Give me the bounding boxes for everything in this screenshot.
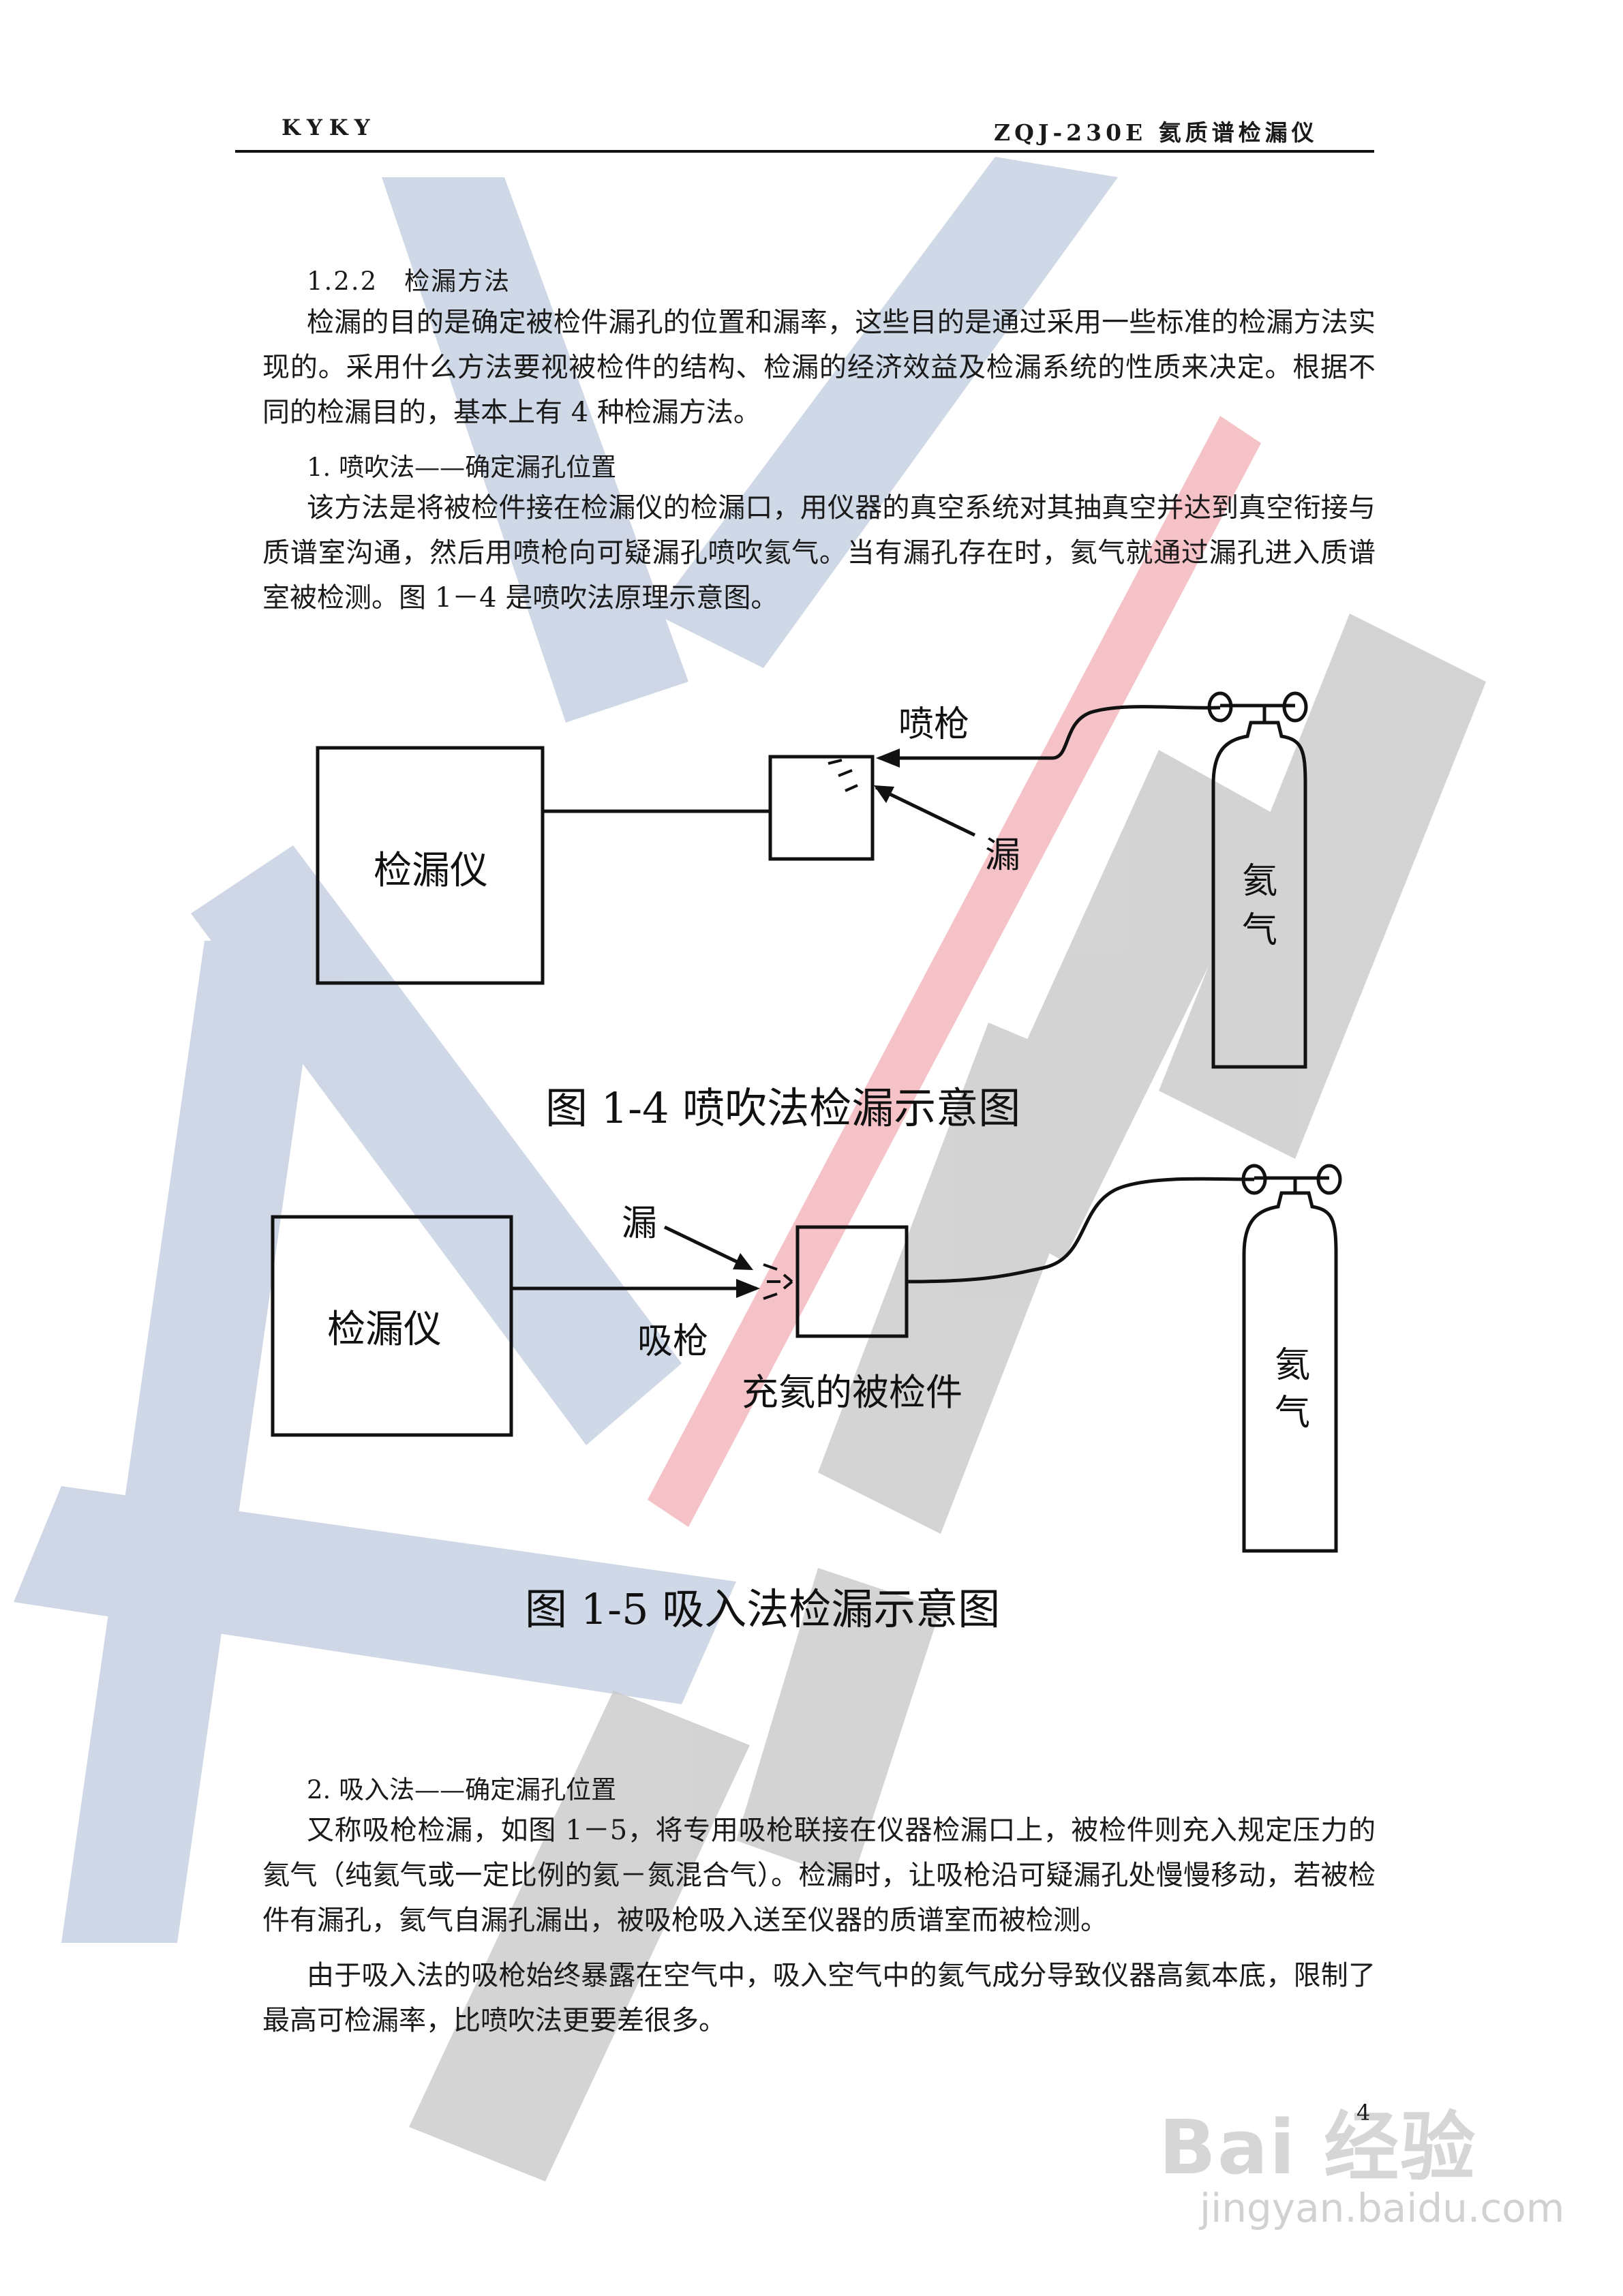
watermark-red-stripe [648, 416, 1261, 1527]
watermark-k-stroke [61, 941, 320, 1943]
watermark-v-left [382, 177, 688, 723]
fig1-detector-label: 检漏仪 [374, 849, 488, 893]
fig1-spray-gun-label: 喷枪 [898, 704, 970, 745]
fig1-caption: 图 1-4 喷吹法检漏示意图 [545, 1083, 1021, 1133]
fig2-caption: 图 1-5 吸入法检漏示意图 [525, 1584, 1001, 1634]
fig1-test-part-box [768, 755, 875, 861]
header-product: ZQJ-230E 氦质谱检漏仪 [994, 119, 1318, 146]
fig1-valve-knob-left [1207, 691, 1233, 723]
fig2-detector-box [271, 1215, 513, 1437]
header-brand: KYKY [282, 115, 377, 140]
fig1-detector-box [316, 746, 545, 985]
fig1-helium-label-2: 气 [1242, 910, 1278, 951]
fig2-helium-label-1: 氦 [1275, 1345, 1311, 1386]
fig2-leak-label: 漏 [622, 1203, 658, 1244]
intro-paragraph: 检漏的目的是确定被检件漏孔的位置和漏率，这些目的是通过采用一些标准的检漏方法实现… [262, 307, 1376, 428]
fig2-part-label: 充氦的被检件 [742, 1371, 962, 1414]
fig2-leak-arrowhead [733, 1253, 753, 1270]
section-title: 1.2.2 检漏方法 [307, 267, 511, 296]
method1-heading: 1. 喷吹法——确定漏孔位置 [307, 453, 617, 482]
method2-paragraph-1: 又称吸枪检漏，如图 1－5，将专用吸枪联接在仪器检漏口上，被检件则充入规定压力的… [262, 1815, 1376, 1936]
fig2-helium-label-2: 气 [1275, 1393, 1311, 1434]
baidu-jingyan-url: jingyan.baidu.com [1200, 2185, 1565, 2231]
header-rule [235, 150, 1374, 153]
watermark-gray-4 [409, 1691, 750, 2181]
fig1-leak-arrowhead [874, 785, 894, 803]
fig1-leak-arrow [875, 785, 976, 837]
fig2-spray-marks [763, 1263, 793, 1300]
fig2-leak-arrow [663, 1225, 751, 1270]
method1-paragraph: 该方法是将被检件接在检漏仪的检漏口，用仪器的真空系统对其抽真空并达到真空衔接与质… [262, 492, 1376, 614]
fig2-sniffer-arrowhead [736, 1279, 760, 1298]
fig2-sniffer-label: 吸枪 [637, 1321, 709, 1362]
fig1-spray-marks [828, 759, 858, 792]
fig1-leak-label: 漏 [985, 835, 1021, 876]
fig2-test-part-box [795, 1225, 909, 1338]
watermark-gray-3 [736, 1568, 941, 1882]
fig1-helium-label-1: 氦 [1242, 861, 1278, 902]
fig2-valve-knob-left [1241, 1164, 1267, 1195]
watermark-k-diag [14, 1486, 736, 1704]
fig1-hose [1052, 705, 1221, 760]
fig1-valve-knob-right [1282, 691, 1308, 723]
watermark-y-stroke [191, 845, 682, 1445]
fig1-spray-arrowhead [876, 749, 900, 768]
baidu-jingyan-logo: Bai 经验 [1159, 2104, 1477, 2191]
page-number: 4 [1356, 2100, 1371, 2126]
watermark-gray-5 [954, 750, 1281, 1261]
watermark-v-right [654, 157, 1118, 668]
fig2-detector-label: 检漏仪 [327, 1308, 442, 1352]
method2-paragraph-2: 由于吸入法的吸枪始终暴露在空气中，吸入空气中的氦气成分导致仪器高氦本底，限制了最… [262, 1960, 1376, 2036]
method2-heading: 2. 吸入法——确定漏孔位置 [307, 1775, 617, 1804]
fig2-hose [906, 1177, 1255, 1284]
watermark-gray-1 [1159, 614, 1486, 1159]
fig2-valve-knob-right [1316, 1164, 1342, 1195]
